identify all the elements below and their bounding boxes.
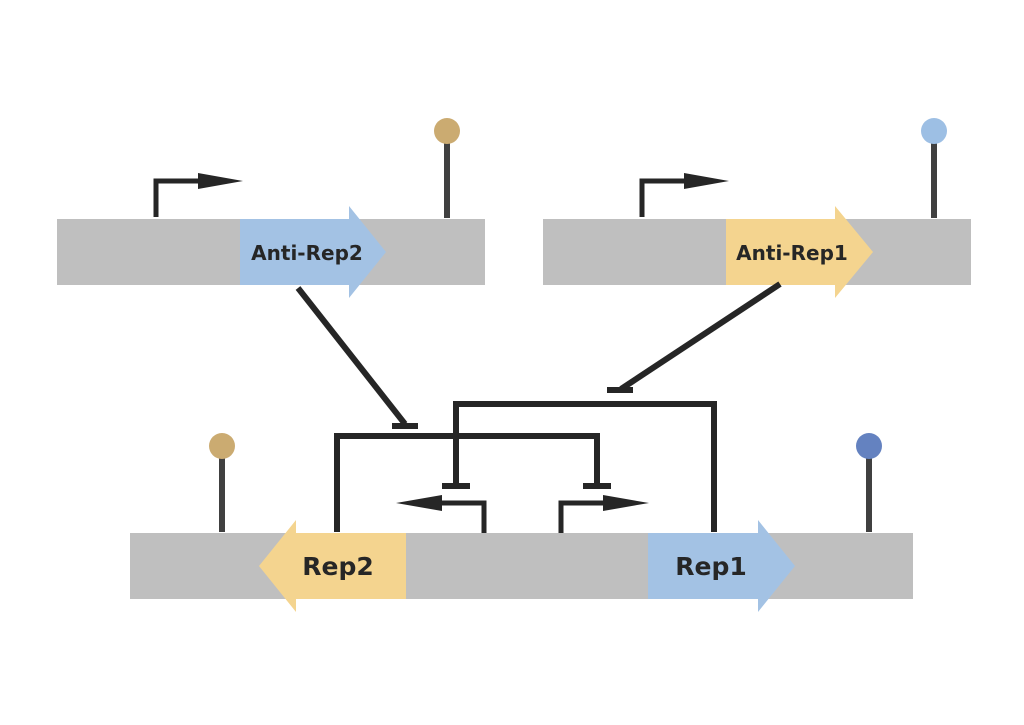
- gene-rep1: [648, 520, 795, 612]
- gene-label-rep2: Rep2: [302, 552, 374, 581]
- repression-rep1-to-left-promoter: [442, 401, 717, 532]
- gene-rep2: [259, 520, 406, 612]
- promoter-arrow-icon: [153, 173, 243, 217]
- terminator-lollipop-icon: [209, 433, 235, 532]
- promoter-arrow-icon: [558, 495, 649, 533]
- dna-backbone-bottom: [130, 533, 913, 599]
- promoter-arrow-icon: [639, 173, 729, 217]
- terminator-lollipop-icon: [856, 433, 882, 532]
- gene-anti-rep1: [726, 206, 873, 298]
- gene-anti-rep2: [240, 206, 386, 298]
- promoter-arrow-icon: [396, 495, 487, 533]
- repression-rep2-to-right-promoter: [334, 433, 611, 532]
- terminator-lollipop-icon: [921, 118, 947, 218]
- construct-top-right: Anti-Rep1: [543, 118, 971, 298]
- gene-label-anti-rep1: Anti-Rep1: [736, 241, 848, 265]
- construct-top-left: Anti-Rep2: [57, 118, 485, 298]
- gene-label-anti-rep2: Anti-Rep2: [251, 241, 363, 265]
- terminator-lollipop-icon: [434, 118, 460, 218]
- construct-bottom: Rep2 Rep1: [130, 433, 913, 612]
- regulation-network: [295, 281, 782, 532]
- repression-anti-rep1-to-rep1: [607, 281, 782, 393]
- gene-label-rep1: Rep1: [675, 552, 747, 581]
- repression-anti-rep2-to-rep2: [295, 286, 418, 429]
